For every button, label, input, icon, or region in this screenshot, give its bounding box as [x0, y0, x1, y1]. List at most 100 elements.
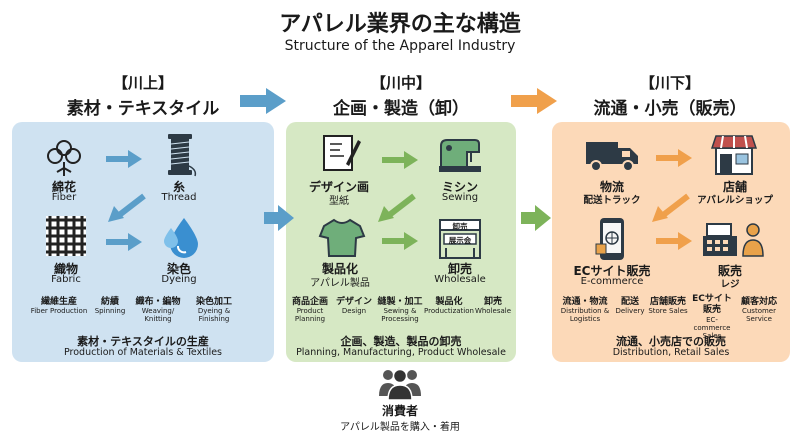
arrow-ec-to-sales [656, 232, 692, 250]
step-label-en: Sewing & Processing [381, 307, 419, 323]
arrow-sewing-to-product [378, 193, 416, 222]
consumer-label: 消費者 [381, 404, 418, 418]
step-label-jp: 製品化 [435, 297, 463, 307]
step-label-jp: 商品企画 [291, 297, 328, 307]
arrow-fabric-to-dyeing [106, 233, 142, 251]
step-label-en: Productization [424, 307, 474, 315]
step-label-jp: 縫製・加工 [377, 297, 423, 307]
panel-arrow-green [521, 205, 551, 231]
arrow-fiber-to-thread [106, 150, 142, 168]
panel-arrow-blue [264, 205, 294, 231]
upstream-summary-jp: 素材・テキスタイルの生産 [77, 335, 209, 348]
step-customer-service: 顧客対応 Customer Service [734, 294, 784, 323]
node-sewing-en: Sewing [441, 192, 479, 203]
booth-sign-top: 卸売 [452, 222, 468, 231]
storefront-icon [710, 135, 758, 175]
step-ec-sales: ECサイト 販売 EC-commerce Sales [690, 294, 734, 340]
consumer-description: アパレル製品を購入・着用 [340, 422, 460, 433]
step-sewing-processing: 縫製・加工 Sewing & Processing [376, 294, 424, 323]
upstream-summary-en: Production of Materials & Textiles [63, 347, 223, 358]
node-sewing-jp: ミシン [441, 180, 478, 194]
node-thread-en: Thread [161, 192, 197, 203]
step-label-en: Store Sales [648, 307, 688, 315]
step-label-en: Fiber Production [30, 307, 88, 315]
arrow-thread-to-fabric [108, 193, 146, 222]
stage-tag-downstream: 【川下】 [639, 74, 700, 92]
node-fabric-en: Fabric [51, 274, 81, 285]
node-design-sub: 型紙 [329, 196, 349, 207]
step-productization: 製品化 Productization [424, 294, 474, 315]
step-label-en: Delivery [615, 307, 645, 315]
tshirt-icon [318, 218, 366, 257]
midstream-summary-jp: 企画、製造、製品の卸売 [340, 335, 462, 348]
step-label-jp: 流通・物流 [562, 297, 608, 307]
node-store-sub: アパレルショップ [697, 195, 773, 206]
step-label-en: Weaving/ Knitting [141, 307, 175, 323]
header-arrow-orange [511, 88, 557, 114]
downstream-summary-en: Distribution, Retail Sales [612, 347, 730, 358]
step-weaving-knitting: 織布・編物 Weaving/ Knitting [130, 294, 186, 323]
step-label-en: Customer Service [741, 307, 776, 323]
step-label-en: Design [341, 307, 367, 315]
arrow-logistics-to-store [656, 149, 692, 167]
node-ec-jp: ECサイト販売 [573, 264, 651, 278]
node-wholesale-jp: 卸売 [447, 262, 472, 276]
node-ec-en: E-commerce [580, 276, 644, 287]
step-label-en: Distribution & Logistics [560, 307, 610, 323]
step-label-en: EC-commerce Sales [693, 316, 731, 340]
node-sales-sub: レジ [720, 279, 740, 290]
midstream-summary-en: Planning, Manufacturing, Product Wholesa… [296, 347, 506, 358]
sewing-machine-icon [439, 139, 481, 172]
step-label-jp: デザイン [335, 297, 372, 307]
step-design: デザイン Design [333, 294, 375, 315]
step-label-jp: ECサイト 販売 [692, 294, 732, 315]
header-arrow-blue [240, 88, 286, 114]
step-dyeing-finishing: 染色加工 Dyeing & Finishing [186, 294, 242, 323]
cotton-icon [47, 140, 81, 176]
step-label-en: Product Planning [294, 307, 326, 323]
cash-register-icon [703, 223, 764, 257]
step-label-jp: 顧客対応 [740, 297, 777, 307]
downstream-summary-jp: 流通、小売店での販売 [616, 335, 726, 348]
step-distribution-logistics: 流通・物流 Distribution & Logistics [556, 294, 614, 323]
step-fiber-production: 繊維生産 Fiber Production [24, 294, 94, 315]
step-label-en: Dyeing & Finishing [197, 307, 231, 323]
stage-name-midstream: 企画・製造（卸） [333, 99, 469, 119]
stage-tag-midstream: 【川中】 [370, 74, 431, 92]
node-wholesale-en: Wholesale [434, 274, 486, 285]
step-delivery: 配送 Delivery [614, 294, 646, 315]
node-fiber-jp: 綿花 [51, 180, 76, 194]
stage-name-upstream: 素材・テキスタイル [66, 99, 220, 119]
dye-drops-icon [164, 218, 198, 258]
node-dyeing-jp: 染色 [166, 262, 191, 276]
node-design-jp: デザイン画 [308, 180, 369, 194]
step-label-jp: 卸売 [483, 297, 502, 307]
fabric-weave-icon [46, 216, 86, 256]
design-sketch-icon [323, 135, 361, 171]
node-thread-jp: 糸 [172, 180, 185, 194]
step-label-en: Spinning [94, 307, 126, 315]
step-label-jp: 染色加工 [195, 297, 232, 307]
step-wholesale: 卸売 Wholesale [474, 294, 512, 315]
node-product-sub: アパレル製品 [310, 278, 370, 289]
node-fabric-jp: 織物 [53, 262, 78, 276]
smartphone-ec-icon [595, 218, 624, 260]
step-label-jp: 配送 [620, 297, 639, 307]
step-spinning: 紡績 Spinning [88, 294, 132, 315]
step-label-jp: 繊維生産 [40, 297, 77, 307]
step-label-jp: 紡績 [100, 297, 119, 307]
step-product-planning: 商品企画 Product Planning [288, 294, 332, 323]
booth-sign-bottom: 展示会 [448, 236, 472, 245]
node-dyeing-en: Dyeing [161, 274, 197, 285]
arrow-product-to-wholesale [382, 232, 418, 250]
step-label-en: Wholesale [474, 307, 512, 315]
arrow-design-to-sewing [382, 151, 418, 169]
consumers-icon [379, 368, 421, 401]
node-sales-jp: 販売 [717, 264, 742, 278]
page-subtitle: Structure of the Apparel Industry [284, 38, 516, 54]
delivery-truck-icon [586, 142, 638, 172]
node-logistics-jp: 物流 [599, 180, 624, 194]
node-logistics-sub: 配送トラック [583, 195, 641, 206]
step-store-sales: 店舗販売 Store Sales [646, 294, 690, 315]
step-label-jp: 織布・編物 [135, 297, 181, 307]
